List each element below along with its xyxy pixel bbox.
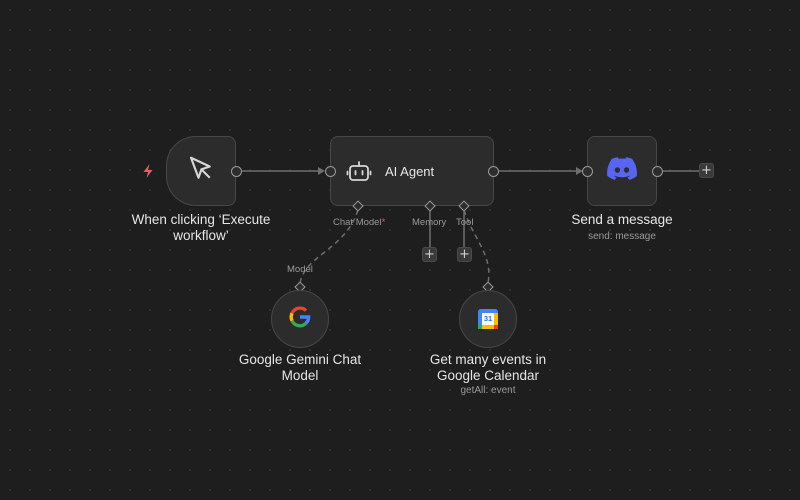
- send-message-title: Send a message: [571, 212, 673, 227]
- memory-port-label: Memory: [412, 217, 447, 228]
- trigger-node[interactable]: [166, 136, 236, 206]
- mouse-pointer-icon: [186, 154, 216, 189]
- tool-port-label: Tool: [456, 217, 474, 228]
- trigger-output-handle[interactable]: [231, 166, 242, 177]
- google-calendar-node[interactable]: 31: [459, 290, 517, 348]
- chat-model-port-label: Chat Model*: [333, 217, 386, 228]
- send-message-node[interactable]: [587, 136, 657, 206]
- gemini-chat-model-node[interactable]: [271, 290, 329, 348]
- trigger-bolt-icon: [141, 163, 155, 179]
- ai-agent-input-handle[interactable]: [325, 166, 336, 177]
- send-message-subtitle: send: message: [588, 231, 656, 242]
- send-message-output-handle[interactable]: [652, 166, 663, 177]
- add-memory-button[interactable]: +: [422, 247, 437, 262]
- ai-agent-title: AI Agent: [385, 164, 435, 179]
- gemini-model-port-label: Model: [287, 264, 313, 275]
- send-message-input-handle[interactable]: [582, 166, 593, 177]
- add-tool-button[interactable]: +: [457, 247, 472, 262]
- google-g-icon: [289, 305, 311, 333]
- discord-icon: [607, 157, 637, 185]
- google-calendar-icon: 31: [478, 309, 498, 329]
- calendar-subtitle: getAll: event: [460, 385, 516, 396]
- add-next-node-button[interactable]: +: [699, 163, 714, 178]
- ai-agent-output-handle[interactable]: [488, 166, 499, 177]
- robot-icon: [346, 159, 372, 185]
